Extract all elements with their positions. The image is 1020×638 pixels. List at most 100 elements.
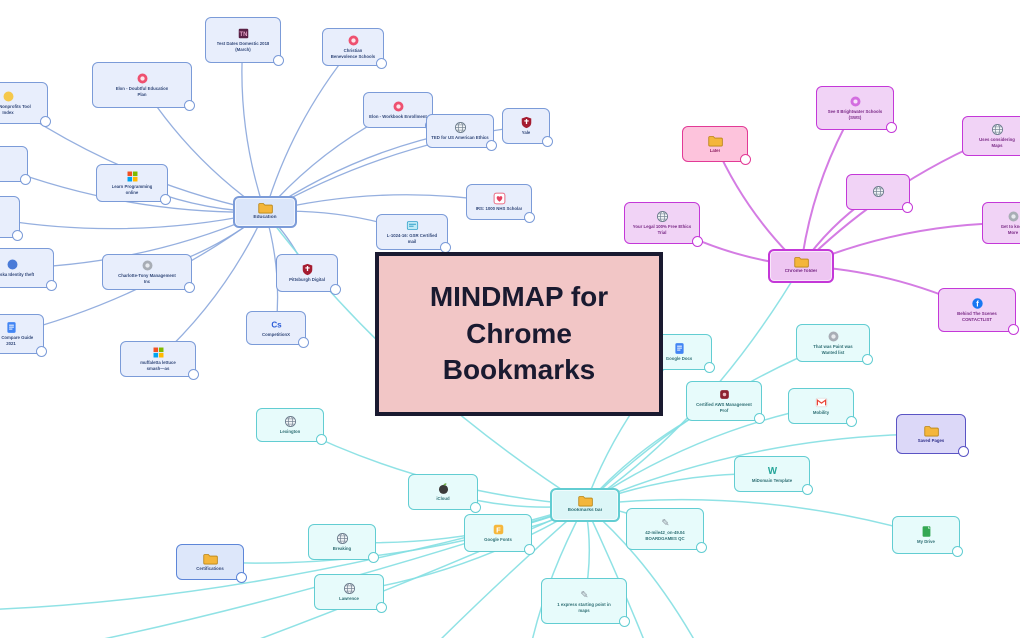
node-icloud[interactable]: iCloud [408, 474, 481, 513]
node-mobility[interactable]: Mobility [788, 388, 857, 427]
expand-badge[interactable] [524, 212, 535, 223]
expand-badge[interactable] [184, 282, 195, 293]
node-label: Yale [521, 130, 531, 136]
node-elon-workbook-enrollment[interactable]: Elon - Workbook Enrollment [363, 92, 436, 131]
expand-badge[interactable] [273, 55, 284, 66]
node-label: Christian Benevolence Schools [330, 48, 376, 59]
expand-badge[interactable] [740, 154, 751, 165]
globe-icon [991, 123, 1004, 136]
node-my-drive[interactable]: My Drive [892, 516, 963, 557]
expand-badge[interactable] [619, 616, 630, 627]
node-42-mile42-on-49-04-boardgame[interactable]: ✎42-mile42_on-49.04 BOARDGAMES QC [626, 508, 707, 553]
expand-badge[interactable] [36, 346, 47, 357]
node-uses-considering-maps[interactable]: Uses considering Maps [962, 116, 1020, 156]
hub-education[interactable]: Education [233, 196, 297, 228]
globe-icon [656, 210, 669, 223]
node-label: IRS: 1000 NHS Scholar [475, 206, 523, 212]
node-later[interactable]: Later [682, 126, 751, 165]
expand-badge[interactable] [46, 280, 57, 291]
blue-f-icon: f [971, 297, 984, 310]
expand-badge[interactable] [20, 174, 31, 185]
node-irs-1000-nhs-scholar[interactable]: IRS: 1000 NHS Scholar [466, 184, 535, 223]
expand-badge[interactable] [330, 284, 341, 295]
node-yale[interactable]: Yale [502, 108, 553, 147]
node-get-to-know-more[interactable]: Get to know More [982, 202, 1020, 244]
node-label: Elon - Workbook Enrollment [369, 114, 427, 120]
expand-badge[interactable] [40, 116, 51, 127]
expand-badge[interactable] [376, 58, 387, 69]
expand-badge[interactable] [160, 194, 171, 205]
node-unlabeled[interactable] [0, 196, 23, 241]
expand-badge[interactable] [316, 434, 327, 445]
node-pittsburgh-digital[interactable]: Pittsburgh Digital [276, 254, 341, 295]
expand-badge[interactable] [754, 413, 765, 424]
node-l-1024-16-gsr-certified-mail[interactable]: L-1024-16: GSR Certified mail [376, 214, 451, 253]
expand-badge[interactable] [236, 572, 247, 583]
hub-chrome-folder[interactable]: Chrome folder [768, 249, 834, 283]
expand-badge[interactable] [184, 100, 195, 111]
expand-badge[interactable] [802, 484, 813, 495]
edge [441, 504, 586, 638]
node-breaking[interactable]: Breaking [308, 524, 379, 563]
expand-badge[interactable] [886, 122, 897, 133]
node-best-nonprofits-tool-index[interactable]: ...Best Nonprofits Tool Index [0, 82, 51, 127]
expand-badge[interactable] [696, 542, 707, 553]
expand-badge[interactable] [902, 202, 913, 213]
apple-icon [437, 482, 450, 495]
edge [0, 211, 266, 230]
expand-badge[interactable] [862, 354, 873, 365]
node-see-it-brightwater-schools-s[interactable]: See It Brightwater Schools (SWS) [816, 86, 897, 133]
globe-icon [336, 532, 349, 545]
green-doc-icon [920, 525, 933, 538]
heart-icon [493, 192, 506, 205]
node-muffaletta-lettuce-smash-as[interactable]: muffaletta lettuce smash—as [120, 341, 199, 380]
node-elon-doubtful-education-plan[interactable]: Elon - Doubtful Education Plan [92, 62, 195, 111]
shield-icon [301, 263, 314, 276]
node-unlabeled[interactable] [846, 174, 913, 213]
expand-badge[interactable] [188, 369, 199, 380]
expand-badge[interactable] [470, 502, 481, 513]
expand-badge[interactable] [298, 337, 309, 348]
node-find-compare-guide-2021[interactable]: ...find Compare Guide 2021 [0, 314, 47, 357]
node-charlotte-tony-management-in[interactable]: Charlotte-Tony Management Inc [102, 254, 195, 293]
hub-bookmarks-bar[interactable]: Bookmarks bar [550, 488, 620, 522]
node-saved-pages[interactable]: Saved Pages [896, 414, 969, 457]
expand-badge[interactable] [486, 140, 497, 151]
expand-badge[interactable] [524, 544, 535, 555]
node-learn-programming-online[interactable]: Learn Programming online [96, 164, 171, 205]
expand-badge[interactable] [368, 552, 379, 563]
node-ted-for-us-american-ethics[interactable]: TED for US American Ethics [426, 114, 497, 151]
node-label: Google Docs [665, 356, 693, 362]
node-lexington[interactable]: Lexington [256, 408, 327, 445]
node-certifications[interactable]: Certifications [176, 544, 247, 583]
grid-icon [126, 170, 139, 183]
node-christian-benevolence-school[interactable]: Christian Benevolence Schools [322, 28, 387, 69]
edge [260, 504, 586, 638]
expand-badge[interactable] [542, 136, 553, 147]
node-your-legal-100-free-ethics-t[interactable]: Your Legal 100% Free Ethics Trial [624, 202, 703, 247]
node-unlabeled[interactable] [0, 146, 31, 185]
expand-badge[interactable] [704, 362, 715, 373]
expand-badge[interactable] [846, 416, 857, 427]
node-alaska-identity-theft[interactable]: ...Alaska Identity theft [0, 248, 57, 291]
expand-badge[interactable] [952, 546, 963, 557]
node-label: Mobility [812, 410, 830, 416]
expand-badge[interactable] [1008, 324, 1019, 335]
node-label: See It Brightwater Schools (SWS) [827, 109, 883, 120]
node-that-was-paint-was-wanted-li[interactable]: That was Paint was Wanted list [796, 324, 873, 365]
expand-badge[interactable] [958, 446, 969, 457]
node-1-express-starting-point-in-[interactable]: ✎1 express starting point in maps [541, 578, 630, 627]
expand-badge[interactable] [376, 602, 387, 613]
node-label: Google Fonts [484, 537, 512, 543]
node-certified-aws-management-pro[interactable]: Certified AWS Management Prof [686, 381, 765, 424]
expand-badge[interactable] [692, 236, 703, 247]
expand-badge[interactable] [12, 230, 23, 241]
node-label: Charlotte-Tony Management Inc [118, 273, 176, 284]
node-lawrence[interactable]: Lawrence [314, 574, 387, 613]
